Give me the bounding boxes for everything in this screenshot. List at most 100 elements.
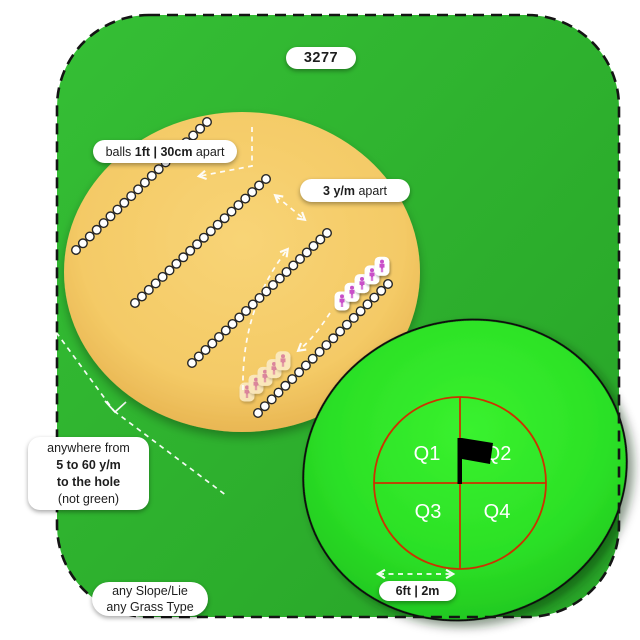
- golf-ball: [307, 353, 318, 364]
- golf-ball: [105, 211, 116, 222]
- golf-ball: [112, 204, 123, 215]
- flag-icon: [457, 438, 493, 484]
- golf-ball: [126, 191, 137, 202]
- conditions-line2: any Grass Type: [106, 600, 194, 614]
- golf-ball: [383, 279, 394, 290]
- golf-ball: [266, 394, 277, 405]
- drill-number: 3277: [303, 50, 339, 66]
- golf-ball: [295, 253, 306, 264]
- row-spacing-label: 3 y/m apart: [300, 179, 410, 202]
- row-spacing-post: apart: [355, 183, 387, 198]
- golf-ball: [301, 247, 312, 258]
- green-size-label: 6ft | 2m: [379, 581, 456, 601]
- ball-spacing-label: balls 1ft | 30cm apart: [93, 140, 237, 163]
- golfer-clusters: [239, 256, 390, 402]
- golf-ball: [98, 218, 109, 229]
- golf-ball: [341, 319, 352, 330]
- golf-ball: [119, 197, 130, 208]
- golfer-icon: [374, 256, 390, 276]
- golf-ball: [70, 244, 81, 255]
- ball-rows: [70, 116, 394, 419]
- golf-ball: [287, 374, 298, 385]
- golfer-cluster: [334, 256, 390, 311]
- quadrant-label-q3: Q4: [484, 501, 511, 523]
- golf-ball: [369, 292, 380, 303]
- distance-note-line4: (not green): [57, 491, 120, 506]
- golf-ball: [193, 351, 204, 362]
- golf-ball: [247, 187, 258, 198]
- golf-ball: [321, 340, 332, 351]
- golf-ball: [376, 285, 387, 296]
- golf-ball: [233, 200, 244, 211]
- golf-ball: [77, 238, 88, 249]
- quadrant-label-q1: Q1: [414, 443, 441, 465]
- golf-ball: [273, 387, 284, 398]
- ball-spacing-value: 1ft | 30cm: [134, 144, 193, 159]
- golf-ball: [362, 299, 373, 310]
- row-spacing-value: 3 y/m: [323, 183, 355, 198]
- golf-ball: [294, 367, 305, 378]
- golf-ball: [157, 271, 168, 282]
- golf-ball: [139, 177, 150, 188]
- golf-ball: [268, 280, 279, 291]
- golf-ball: [254, 293, 265, 304]
- golf-ball: [200, 345, 211, 356]
- quadrant-label-q4: Q3: [415, 501, 442, 523]
- ball-spacing-pre: balls: [105, 144, 135, 159]
- golf-ball: [201, 116, 212, 127]
- golf-ball: [240, 306, 251, 317]
- drill-number-badge: 3277: [286, 47, 356, 69]
- golf-ball: [314, 346, 325, 357]
- golf-ball: [84, 231, 95, 242]
- golf-ball: [281, 267, 292, 278]
- golf-ball: [143, 284, 154, 295]
- boundary-dashed-border: [55, 13, 621, 619]
- distance-note-line1: anywhere from: [47, 440, 130, 455]
- movement-guides: [196, 127, 331, 391]
- golfer-cluster: [239, 351, 291, 402]
- golf-ball: [254, 180, 265, 191]
- golf-ball: [205, 226, 216, 237]
- green-size-value: 6ft | 2m: [395, 584, 440, 598]
- golf-ball: [234, 312, 245, 323]
- golf-ball: [146, 170, 157, 181]
- golf-ball: [195, 123, 206, 134]
- golf-ball: [188, 130, 199, 141]
- golf-ball: [153, 164, 164, 175]
- golf-ball: [280, 380, 291, 391]
- golf-ball: [355, 306, 366, 317]
- golf-ball: [261, 286, 272, 297]
- golf-ball: [227, 319, 238, 330]
- ball-spacing-post: apart: [192, 144, 225, 159]
- golf-ball: [213, 332, 224, 343]
- golf-ball: [315, 234, 326, 245]
- golf-ball: [150, 278, 161, 289]
- golf-ball: [335, 326, 346, 337]
- golf-ball: [300, 360, 311, 371]
- distance-range-lines: [27, 293, 228, 497]
- golf-ball: [198, 232, 209, 243]
- conditions-note: any Slope/Lie any Grass Type: [92, 582, 208, 616]
- golf-ball: [136, 291, 147, 302]
- golfer-icon: [275, 351, 291, 371]
- golf-ball: [322, 227, 333, 238]
- golf-ball: [164, 265, 175, 276]
- golf-ball: [185, 245, 196, 256]
- golf-ball: [240, 193, 251, 204]
- golf-ball: [252, 408, 263, 419]
- golf-ball: [178, 252, 189, 263]
- golf-ball: [171, 258, 182, 269]
- golf-ball: [259, 401, 270, 412]
- golf-ball: [192, 239, 203, 250]
- golf-ball: [129, 298, 140, 309]
- distance-note-line2: 5 to 60 y/m: [56, 457, 121, 472]
- golf-ball: [308, 240, 319, 251]
- golf-ball: [212, 219, 223, 230]
- golf-ball: [91, 224, 102, 235]
- golf-ball: [219, 213, 230, 224]
- conditions-line1: any Slope/Lie: [112, 584, 188, 598]
- golf-ball: [207, 338, 218, 349]
- distance-note: anywhere from 5 to 60 y/m to the hole (n…: [28, 437, 149, 510]
- golf-ball: [226, 206, 237, 217]
